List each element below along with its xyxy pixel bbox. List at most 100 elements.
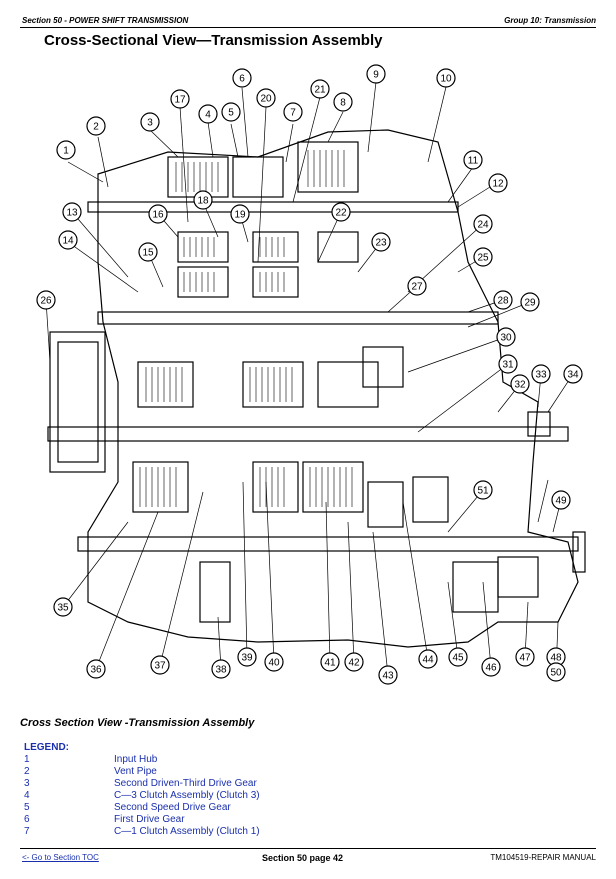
callout-label: 7 bbox=[290, 108, 296, 119]
legend-text: Second Driven-Third Drive Gear bbox=[114, 778, 257, 789]
callout-27: 27 bbox=[407, 276, 427, 296]
callout-label: 4 bbox=[205, 110, 211, 121]
callout-46: 46 bbox=[481, 657, 501, 677]
callout-circle bbox=[515, 647, 535, 667]
callout-39: 39 bbox=[237, 647, 257, 667]
legend-number: 4 bbox=[24, 790, 30, 801]
header-rule bbox=[20, 27, 596, 28]
callout-label: 35 bbox=[57, 603, 69, 614]
callout-label: 16 bbox=[152, 210, 164, 221]
callout-6: 6 bbox=[232, 68, 252, 88]
callout-2: 2 bbox=[86, 116, 106, 136]
manual-id: TM104519-REPAIR MANUAL bbox=[490, 853, 596, 862]
callout-label: 24 bbox=[477, 220, 489, 231]
callout-circle bbox=[546, 662, 566, 682]
callout-44: 44 bbox=[418, 649, 438, 669]
callout-18: 18 bbox=[193, 190, 213, 210]
callout-label: 34 bbox=[567, 370, 579, 381]
callout-13: 13 bbox=[62, 202, 82, 222]
callout-circle bbox=[211, 659, 231, 679]
callout-circle bbox=[510, 374, 530, 394]
callout-label: 39 bbox=[241, 653, 253, 664]
callout-label: 30 bbox=[500, 333, 512, 344]
callout-label: 3 bbox=[147, 118, 153, 129]
legend-text: C—1 Clutch Assembly (Clutch 1) bbox=[114, 826, 260, 837]
callout-label: 40 bbox=[268, 658, 280, 669]
callout-23: 23 bbox=[371, 232, 391, 252]
callout-circle bbox=[310, 79, 330, 99]
callout-22: 22 bbox=[331, 202, 351, 222]
callout-label: 10 bbox=[440, 74, 452, 85]
callout-label: 20 bbox=[260, 94, 272, 105]
callout-8: 8 bbox=[333, 92, 353, 112]
callout-circle bbox=[551, 490, 571, 510]
callout-7: 7 bbox=[283, 102, 303, 122]
callout-label: 32 bbox=[514, 380, 526, 391]
callout-label: 13 bbox=[66, 208, 78, 219]
callout-circle bbox=[531, 364, 551, 384]
legend-number: 3 bbox=[24, 778, 30, 789]
callout-circle bbox=[488, 173, 508, 193]
callout-40: 40 bbox=[264, 652, 284, 672]
callout-circle bbox=[138, 242, 158, 262]
callout-16: 16 bbox=[148, 204, 168, 224]
callout-circle bbox=[264, 652, 284, 672]
callout-circle bbox=[230, 204, 250, 224]
callout-circle bbox=[86, 116, 106, 136]
callout-circle bbox=[407, 276, 427, 296]
group-header: Group 10: Transmission bbox=[504, 16, 596, 25]
callout-circle bbox=[473, 480, 493, 500]
callout-51: 51 bbox=[473, 480, 493, 500]
callout-42: 42 bbox=[344, 652, 364, 672]
callout-12: 12 bbox=[488, 173, 508, 193]
callout-5: 5 bbox=[221, 102, 241, 122]
callout-circle bbox=[62, 202, 82, 222]
callout-20: 20 bbox=[256, 88, 276, 108]
callout-label: 2 bbox=[93, 122, 99, 133]
callout-label: 49 bbox=[555, 496, 567, 507]
legend-title: LEGEND: bbox=[24, 742, 69, 753]
callout-47: 47 bbox=[515, 647, 535, 667]
callout-19: 19 bbox=[230, 204, 250, 224]
callout-circle bbox=[58, 230, 78, 250]
callout-label: 29 bbox=[524, 298, 536, 309]
callout-label: 37 bbox=[154, 661, 166, 672]
callout-label: 38 bbox=[215, 665, 227, 676]
callout-label: 36 bbox=[90, 665, 102, 676]
callout-25: 25 bbox=[473, 247, 493, 267]
callout-circle bbox=[36, 290, 56, 310]
callout-label: 31 bbox=[502, 360, 514, 371]
callout-circle bbox=[448, 647, 468, 667]
callout-circle bbox=[344, 652, 364, 672]
legend-number: 6 bbox=[24, 814, 30, 825]
callout-38: 38 bbox=[211, 659, 231, 679]
callout-circle bbox=[563, 364, 583, 384]
go-to-section-toc-link[interactable]: <- Go to Section TOC bbox=[22, 853, 99, 862]
callout-49: 49 bbox=[551, 490, 571, 510]
callout-circle bbox=[378, 665, 398, 685]
callout-4: 4 bbox=[198, 104, 218, 124]
callout-circle bbox=[520, 292, 540, 312]
callout-11: 11 bbox=[463, 150, 483, 170]
callout-label: 25 bbox=[477, 253, 489, 264]
callout-3: 3 bbox=[140, 112, 160, 132]
callout-label: 11 bbox=[468, 156, 479, 167]
callout-circle bbox=[256, 88, 276, 108]
callout-label: 15 bbox=[142, 248, 154, 259]
callout-label: 44 bbox=[422, 655, 434, 666]
callout-41: 41 bbox=[320, 652, 340, 672]
callout-circle bbox=[493, 290, 513, 310]
callout-label: 5 bbox=[228, 108, 234, 119]
callout-label: 12 bbox=[492, 179, 504, 190]
callout-circle bbox=[53, 597, 73, 617]
callout-28: 28 bbox=[493, 290, 513, 310]
section-header: Section 50 - POWER SHIFT TRANSMISSION bbox=[22, 16, 189, 25]
callout-circle bbox=[473, 214, 493, 234]
callout-label: 43 bbox=[382, 671, 394, 682]
callout-circle bbox=[140, 112, 160, 132]
callout-circle bbox=[436, 68, 456, 88]
callout-32: 32 bbox=[510, 374, 530, 394]
callout-label: 51 bbox=[477, 486, 489, 497]
callout-29: 29 bbox=[520, 292, 540, 312]
